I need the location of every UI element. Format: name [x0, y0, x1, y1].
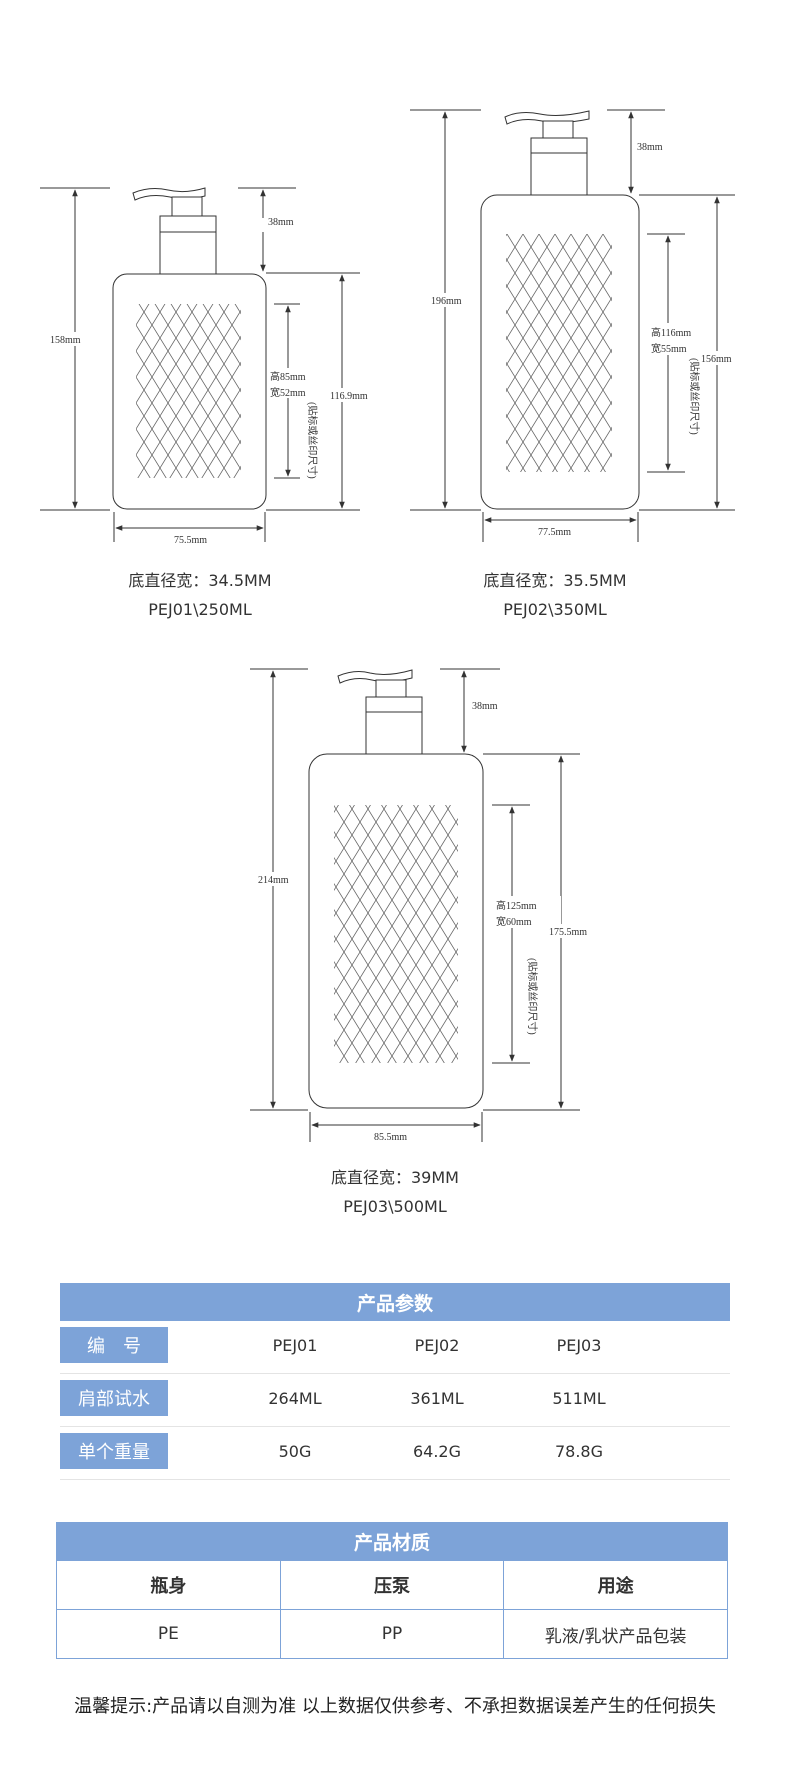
caption-bottle-2: 底直径宽：35.5MM PEJ02\350ML [455, 566, 655, 624]
caption-bottle-1: 底直径宽：34.5MM PEJ01\250ML [100, 566, 300, 624]
product-material-table: 产品材质 瓶身 压泵 用途 PE PP 乳液/乳状产品包装 [56, 1522, 728, 1659]
table-header-row: 瓶身 压泵 用途 [56, 1560, 728, 1610]
table-row: 单个重量 50G 64.2G 78.8G [60, 1427, 730, 1480]
table-cell: PEJ01 [272, 1335, 318, 1355]
row-label: 肩部试水 [60, 1380, 168, 1416]
table-row: PE PP 乳液/乳状产品包装 [56, 1609, 728, 1659]
width-dim: 75.5mm [174, 535, 207, 546]
table-cell: PE [56, 1609, 281, 1659]
width-dim: 85.5mm [374, 1132, 407, 1143]
row-label: 单个重量 [60, 1433, 168, 1469]
table-cell: 511ML [552, 1388, 606, 1408]
base-diameter: 底直径宽：34.5MM [128, 571, 272, 590]
row-label: 编 号 [60, 1327, 168, 1363]
body-height-dim: 116.9mm [330, 391, 368, 402]
label-height-dim: 高85mm [270, 370, 306, 383]
bottle-diagram-2: 196mm 38mm 156mm 高116mm 宽55mm (贴标或丝印尺寸) … [410, 109, 743, 542]
total-height-dim: 158mm [50, 335, 81, 346]
width-dim: 77.5mm [538, 527, 571, 538]
table-cell: PEJ02 [414, 1335, 460, 1355]
base-diameter: 底直径宽：35.5MM [483, 571, 627, 590]
label-width-dim: 宽55mm [651, 342, 687, 355]
product-params-table: 产品参数 编 号 PEJ01 PEJ02 PEJ03 肩部试水 264ML 36… [60, 1283, 730, 1480]
label-note: (贴标或丝印尺寸) [306, 402, 319, 479]
table-cell: 361ML [410, 1388, 464, 1408]
material-title: 产品材质 [56, 1522, 728, 1560]
bottle-diagram-1: 158mm 38mm 116.9mm 高85mm 宽52mm (贴标或丝印尺寸)… [40, 187, 382, 546]
table-cell: 64.2G [412, 1441, 462, 1461]
table-cell: 264ML [268, 1388, 322, 1408]
label-width-dim: 宽52mm [270, 386, 306, 399]
column-header: 压泵 [279, 1560, 505, 1610]
table-cell: 乳液/乳状产品包装 [503, 1609, 728, 1659]
table-cell: 78.8G [554, 1441, 604, 1461]
body-height-dim: 156mm [701, 354, 732, 365]
table-cell: PEJ03 [556, 1335, 602, 1355]
table-row: 肩部试水 264ML 361ML 511ML [60, 1374, 730, 1427]
pump-height-dim: 38mm [268, 217, 294, 228]
body-height-dim: 175.5mm [549, 927, 587, 938]
table-cell: 50G [278, 1441, 312, 1461]
label-note: (贴标或丝印尺寸) [688, 358, 701, 435]
table-cell: PP [279, 1609, 505, 1659]
model-capacity: PEJ01\250ML [148, 600, 252, 619]
total-height-dim: 196mm [431, 296, 462, 307]
base-diameter: 底直径宽：39MM [331, 1168, 459, 1187]
label-height-dim: 高116mm [651, 326, 691, 339]
params-title: 产品参数 [60, 1283, 730, 1321]
column-header: 瓶身 [56, 1560, 281, 1610]
total-height-dim: 214mm [258, 875, 289, 886]
model-capacity: PEJ02\350ML [503, 600, 607, 619]
pump-height-dim: 38mm [472, 701, 498, 712]
label-width-dim: 宽60mm [496, 915, 532, 928]
disclaimer-text: 温馨提示:产品请以自测为准 以上数据仅供参考、不承担数据误差产生的任何损失 [74, 1696, 716, 1717]
model-capacity: PEJ03\500ML [343, 1197, 447, 1216]
label-note: (贴标或丝印尺寸) [526, 958, 539, 1035]
bottle-diagram-3: 214mm 38mm 175.5mm 高125mm 宽60mm (贴标或丝印尺寸… [250, 668, 603, 1143]
pump-height-dim: 38mm [637, 142, 663, 153]
caption-bottle-3: 底直径宽：39MM PEJ03\500ML [295, 1163, 495, 1221]
table-row: 编 号 PEJ01 PEJ02 PEJ03 [60, 1321, 730, 1374]
label-height-dim: 高125mm [496, 899, 537, 912]
column-header: 用途 [503, 1560, 728, 1610]
